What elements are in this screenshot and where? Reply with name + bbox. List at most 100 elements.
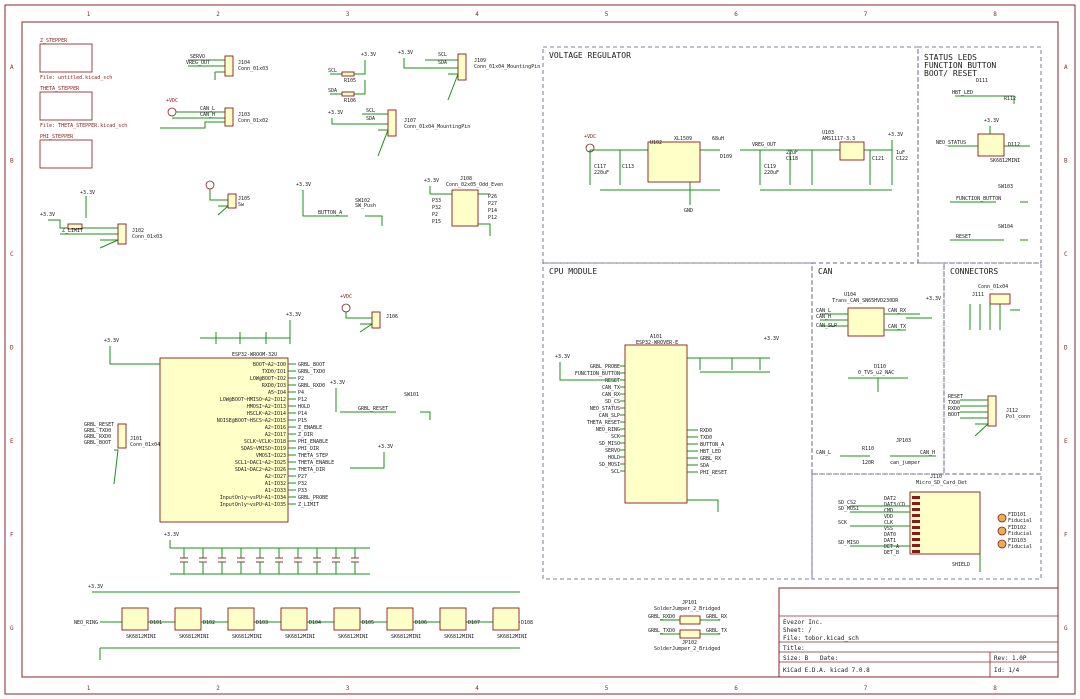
power-label: +3.3V: [984, 118, 999, 124]
power-label: +3.3V: [398, 50, 413, 56]
net-label: P15: [432, 219, 441, 225]
title-label: Title:: [783, 645, 805, 652]
grid-col-label: 2: [216, 685, 220, 692]
value-label: 120R: [862, 460, 875, 466]
led-sk6812: [227, 607, 255, 631]
u102-xl1509: [647, 141, 701, 183]
ref-label: J102: [132, 228, 144, 234]
j106-connector[interactable]: +VDC J106: [340, 294, 398, 333]
led-sk6812: [280, 607, 308, 631]
value-label: Conn_01x04: [978, 284, 1008, 290]
pin-label: InputOnly~vsPU~A1~IO34: [220, 495, 286, 501]
j101-connector[interactable]: J101 Conn_01x04 GRBL_RESET GRBL_TXD0 GRB…: [84, 422, 160, 485]
sd-pad: [912, 532, 920, 535]
power-label: +VDC: [340, 294, 352, 300]
grid-col-label: 7: [864, 11, 868, 18]
sw102-button[interactable]: +3.3V BUTTON_A SW102 SW_Push: [296, 182, 383, 226]
svg-text:GRBL_RESET: GRBL_RESET: [358, 406, 388, 412]
net-label: Z_ENABLE: [298, 425, 322, 431]
net-label: HOLD: [608, 455, 620, 461]
net-label: P32: [432, 205, 441, 211]
pin-label: A5~IO4: [268, 390, 286, 396]
net-label: SDA: [700, 463, 709, 469]
power-label: +3.3V: [164, 532, 179, 538]
net-label: GRBL_RESET: [84, 422, 114, 428]
net-label: GRBL_TXD0: [298, 369, 325, 375]
pin-label: A1~IO32: [265, 481, 286, 487]
net-label: PHI_ENABLE: [298, 439, 328, 445]
sd-pins: DAT2DAT3/CDCMDVDDCLKVSSDAT0DAT1DET_ADET_…: [884, 496, 920, 556]
grid-col-label: 6: [734, 11, 738, 18]
sheet-ref-z[interactable]: Z_STEPPER File: untitled.kicad_sch: [39, 38, 112, 81]
net-label: NEO_STATUS: [590, 406, 620, 412]
pin-label: NOISE@BOOT~HSCS~A2~IO15: [217, 418, 286, 424]
micro-sd-socket[interactable]: J110 Micro_SD_Card_Det SHIELD DAT2DAT3/C…: [838, 474, 981, 572]
sheet-ref-theta[interactable]: THETA_STEPPER File: THETA_STEPPER.kicad_…: [39, 86, 127, 129]
grid-col-label: 1: [87, 685, 91, 692]
ref-label: JP101: [682, 600, 697, 606]
grid-col-label: 7: [864, 685, 868, 692]
grid-row-label: G: [10, 625, 14, 632]
value-label: SK6812MINI: [126, 634, 156, 640]
value-label: can_jumper: [890, 460, 920, 466]
grid-row-label: D: [10, 345, 14, 352]
can-transceiver[interactable]: U104 Trans_CAN_SN65HVD230DR CAN_L CAN_H …: [816, 292, 941, 337]
ref-label: C122: [896, 156, 908, 162]
net-label: SDA: [438, 60, 447, 66]
j107-connector[interactable]: +3.3V SCL SDA J107 Conn_01x04_MountingPi…: [328, 108, 470, 157]
j111-connector[interactable]: J111 Conn_01x04: [969, 284, 1020, 330]
svg-text:U102: U102: [650, 140, 662, 146]
net-label: P14: [298, 411, 307, 417]
net-label: RXD0: [948, 406, 960, 412]
j109-connector[interactable]: +3.3V SCL SDA J109 Conn_01x04_MountingPi…: [398, 50, 540, 101]
j103-connector[interactable]: CAN_L CAN_H J103 Conn_01x02: [160, 106, 268, 129]
ref-label: J110: [930, 474, 942, 480]
sheet-name: Z_STEPPER: [40, 38, 68, 44]
ref-label: J101: [130, 436, 142, 442]
size-label: Size: B: [783, 655, 809, 662]
sd-pad: [912, 496, 920, 499]
net-label: PHI_DIR: [298, 446, 320, 452]
net-label: GRBL_RX: [706, 614, 727, 620]
net-label: SD_MISO: [838, 540, 859, 546]
value-label: SW_Push: [355, 203, 376, 209]
j112-connector[interactable]: J112 Pol_conn RESET TXD0 RXD0 BOOT: [948, 394, 1030, 437]
net-label: P32: [298, 481, 307, 487]
pin-label: DAT1: [884, 538, 896, 544]
sheet-path: Sheet: /: [783, 627, 812, 634]
net-label: HBT_LED: [952, 90, 973, 96]
esp32-wrover[interactable]: A101 ESP32-WROVER-E GRBL_PROBEFUNCTION_B…: [555, 334, 779, 512]
svg-text:SCL: SCL: [328, 68, 337, 74]
net-label: CAN_RX: [602, 392, 620, 398]
sheet-ref-phi[interactable]: PHI_STEPPER: [39, 134, 93, 169]
power-label: +3.3V: [80, 190, 95, 196]
net-label: GRBL_RXD0: [648, 614, 675, 620]
value-label: AMS1117-3.3: [822, 136, 855, 142]
net-label: THETA_STEP: [298, 453, 328, 459]
net-label: SD_MOSI: [838, 506, 859, 512]
value-label: ESP32-WROVER-E: [636, 340, 678, 346]
solder-jumpers[interactable]: JP101 SolderJumper_2_Bridged GRBL_RXD0 G…: [648, 600, 727, 652]
net-label: BOOT: [948, 412, 960, 418]
net-label: P12: [298, 397, 307, 403]
j105-connector[interactable]: J105 Sw: [205, 180, 250, 216]
sw101-button[interactable]: SW101 GRBL_RESET +3.3V: [330, 380, 431, 420]
neo-ring-chain[interactable]: +3.3V NEO_RING D101SK6812MINID102SK6812M…: [74, 584, 533, 660]
j108-connector[interactable]: +3.3V J108 Conn_02x05_Odd_Even P33 P32 P…: [424, 176, 503, 236]
esp32-wroom[interactable]: ESP32-WROOM-32U BOOT~A2~IO0TXD0/IO1LOW@B…: [104, 312, 334, 523]
value-label: Conn_01x02: [238, 118, 268, 124]
ref-label: D103: [256, 620, 268, 626]
value-label: SK6812MINI: [444, 634, 474, 640]
j104-connector[interactable]: SERVO VREG_OUT J104 Conn_01x03: [186, 54, 268, 80]
value-label: SK6812MINI: [179, 634, 209, 640]
net-label: SCL: [366, 108, 375, 114]
j102-connector[interactable]: +3.3V +3.3V Z_LIMIT J102 Conn_01x03: [40, 190, 162, 249]
net-label: SD_CS: [605, 399, 620, 405]
section-title: VOLTAGE REGULATOR: [549, 51, 631, 60]
net-label: Z_LIMIT: [298, 502, 319, 508]
ref-label: SW103: [998, 184, 1013, 190]
net-label: RXD0: [700, 428, 712, 434]
value-label: Conn_01x03: [132, 234, 162, 240]
value-label: SK6812MINI: [285, 634, 315, 640]
